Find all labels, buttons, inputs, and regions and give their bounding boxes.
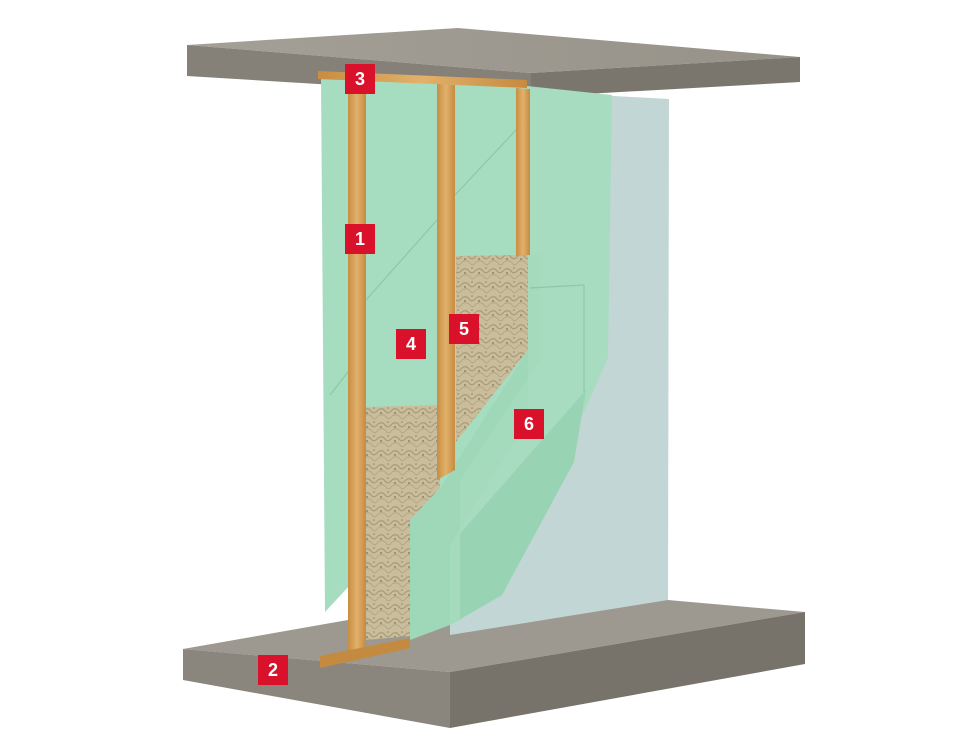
callout-6: 6 bbox=[514, 409, 544, 439]
ceiling-slab-top bbox=[187, 28, 800, 73]
seam-diagonal-3 bbox=[329, 371, 349, 396]
stud-left bbox=[348, 79, 366, 656]
floor-slab-front bbox=[183, 649, 450, 728]
bottom-plate bbox=[320, 638, 410, 668]
insulation-lower bbox=[366, 405, 440, 640]
outer-green-layer-lower bbox=[450, 390, 586, 625]
seam-diagonal-2 bbox=[454, 129, 517, 196]
board-seams bbox=[329, 129, 585, 396]
seam-diagonal-1 bbox=[365, 219, 438, 301]
floor-slab bbox=[183, 588, 805, 728]
stud-middle bbox=[437, 84, 455, 480]
stud-right bbox=[516, 88, 530, 256]
callout-4: 4 bbox=[396, 329, 426, 359]
callout-5: 5 bbox=[449, 314, 479, 344]
callout-1: 1 bbox=[345, 224, 375, 254]
callout-3: 3 bbox=[345, 64, 375, 94]
floor-slab-top bbox=[183, 588, 805, 672]
seam-horizontal-1 bbox=[529, 284, 585, 289]
ceiling-slab-side bbox=[531, 57, 800, 97]
floor-slab-side bbox=[450, 612, 805, 728]
insulation-upper bbox=[456, 255, 528, 442]
front-green-board-face bbox=[450, 254, 540, 625]
timber-frame bbox=[318, 71, 530, 668]
callout-2: 2 bbox=[258, 655, 288, 685]
